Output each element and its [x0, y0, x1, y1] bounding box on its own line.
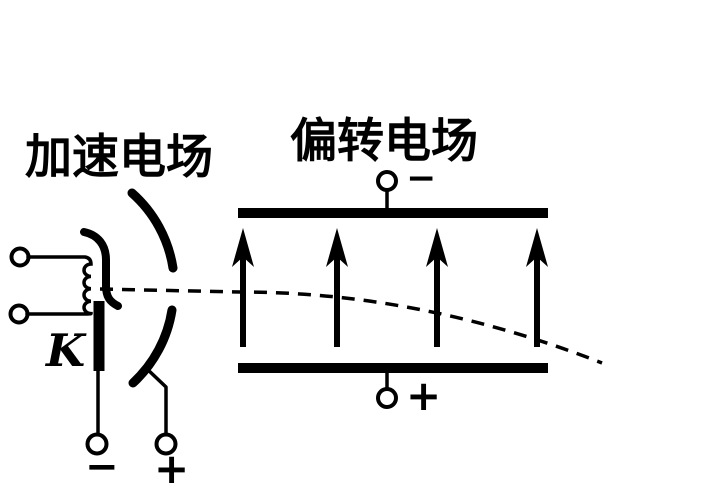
- electron-beam-trajectory: [99, 287, 603, 365]
- accel-positive-terminal: [154, 432, 178, 456]
- cathode-label: K: [44, 324, 87, 377]
- anode-plate-lower: [128, 305, 177, 388]
- accelerating-field-section: 加速电场 K − +: [8, 130, 213, 493]
- filament-terminal-top: [9, 246, 31, 268]
- accel-negative-sign: −: [85, 444, 119, 490]
- arrowhead-icon: [426, 228, 448, 267]
- arrowhead-icon: [232, 228, 254, 267]
- top-plate-terminal: [376, 170, 398, 192]
- bottom-deflection-plate: [238, 363, 548, 373]
- field-arrow-1: [232, 228, 254, 347]
- field-arrow-3: [426, 228, 448, 347]
- accel-negative-terminal: [85, 432, 109, 456]
- arrowhead-icon: [326, 228, 348, 267]
- accel-positive-sign: +: [154, 444, 189, 493]
- cathode-plate: [80, 228, 122, 310]
- field-arrow-2: [326, 228, 348, 347]
- field-arrow-4: [526, 228, 548, 347]
- bottom-plate-positive-sign: +: [406, 371, 441, 420]
- top-deflection-plate: [238, 208, 548, 218]
- deflecting-field-section: 偏转电场 − +: [232, 114, 548, 420]
- anode-plate-upper: [127, 188, 178, 273]
- arrowhead-icon: [526, 228, 548, 267]
- deflecting-field-label: 偏转电场: [290, 114, 478, 167]
- filament-terminal-bottom: [8, 303, 30, 325]
- filament-coil: [25, 255, 93, 316]
- accelerating-field-label: 加速电场: [25, 130, 213, 183]
- bottom-plate-terminal: [376, 387, 398, 409]
- top-plate-negative-sign: −: [406, 158, 436, 199]
- anode-lead-wire: [144, 366, 168, 433]
